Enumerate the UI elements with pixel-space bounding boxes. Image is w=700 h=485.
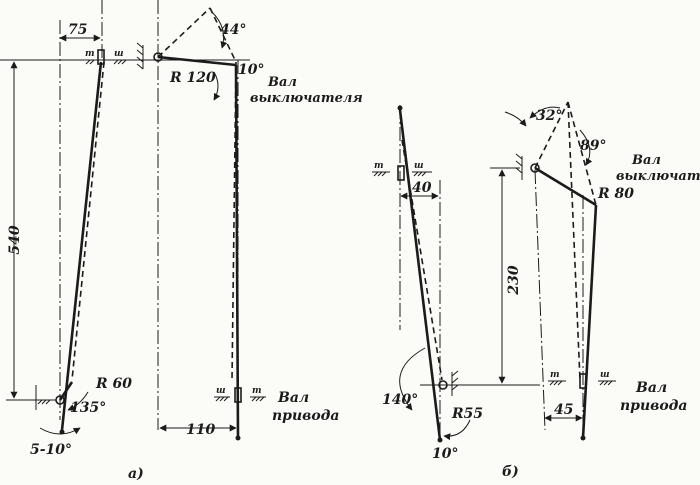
label-a-angle-135: 135°	[70, 400, 106, 416]
support-b-sh-top	[412, 171, 432, 177]
rod-end-a	[59, 429, 65, 435]
radius-arrow-a-top	[213, 71, 221, 101]
angle-arrow-b-32	[504, 111, 527, 127]
rod-a-dashed	[71, 61, 105, 381]
angle-arc-b-top-right	[579, 129, 593, 166]
label-b-switch-shaft-1: Вал	[631, 153, 661, 168]
bearing-b-top	[397, 165, 405, 181]
label-a-radius-120: R 120	[169, 70, 216, 86]
label-b-angle-140: 140°	[382, 392, 418, 408]
label-b-drive-shaft-2: привода	[620, 398, 687, 414]
label-a-switch-shaft-1: Вал	[267, 75, 297, 90]
rod-b-drive-dashed	[567, 101, 581, 381]
bearing-a-drive	[234, 387, 242, 403]
mark-b-sh-bottom: ш	[600, 370, 610, 380]
diagram-b: 40 230 45 32° 89° R 80 Вал выключателя В…	[372, 101, 700, 480]
angle-arc-b-bottom	[443, 419, 471, 441]
lever-b-dashed-up	[534, 101, 569, 169]
rod-a-drive	[234, 64, 240, 439]
label-b-dim-45: 45	[554, 402, 573, 418]
support-a-sh-bottom	[214, 396, 230, 402]
mark-b-m-top: m	[374, 161, 384, 171]
support-letter-marks: m ш ш m m ш m ш	[85, 49, 610, 396]
label-b-caption: б)	[502, 464, 519, 480]
label-a-radius-60: R 60	[95, 376, 132, 392]
support-b-sh-bottom	[598, 380, 616, 386]
support-b-m-top	[372, 171, 390, 177]
rod-a-main	[60, 61, 103, 431]
mark-a-sh-top: ш	[114, 49, 124, 59]
angle-arc-a-bottom	[67, 391, 89, 411]
bearing-a-top	[97, 49, 105, 65]
lever-a-r60	[58, 381, 74, 401]
centerline-b-switch	[534, 169, 546, 431]
bearing-b-drive	[579, 373, 587, 389]
mark-b-m-bottom: m	[550, 370, 560, 380]
mark-a-m-top: m	[85, 49, 95, 59]
angle-arc-b-left	[399, 347, 426, 411]
lever-a-dashed-upper	[157, 7, 211, 58]
mark-b-sh-top: ш	[414, 161, 424, 171]
rod-b-drive	[581, 204, 598, 439]
rod-b-bottom-end	[437, 437, 443, 443]
label-b-angle-89: 89°	[580, 138, 606, 154]
label-b-radius-55: R55	[451, 406, 483, 422]
lever-b-dashed-down	[567, 101, 597, 206]
rod-b-top-end	[397, 105, 403, 111]
mark-a-sh-bottom: ш	[216, 386, 226, 396]
support-a-sh-top	[112, 59, 127, 65]
label-a-angle-range: 5-10°	[30, 442, 72, 458]
label-a-caption: а)	[128, 466, 144, 482]
support-hatch-b-bottom	[451, 370, 459, 396]
angle-arc-a-top	[211, 11, 228, 49]
support-hatch-a-top	[136, 42, 144, 70]
label-a-dim-540: 540	[7, 225, 23, 254]
label-a-dim-110: 110	[186, 422, 215, 438]
drive-rod-end-a	[235, 435, 241, 441]
label-b-dim-40: 40	[412, 180, 432, 196]
support-hatch-a-bottom	[35, 385, 52, 410]
angle-arc-b-top	[529, 106, 561, 119]
label-b-radius-80: R 80	[597, 186, 634, 202]
support-b-m-bottom	[548, 380, 566, 386]
support-a-m-bottom	[250, 396, 266, 402]
support-a-m-top	[84, 59, 96, 65]
label-a-angle-44: 44°	[220, 22, 246, 38]
label-a-dim-75: 75	[68, 22, 87, 38]
label-b-angle-32: 32°	[536, 108, 562, 124]
label-b-angle-10: 10°	[432, 446, 458, 462]
angle-arc-a-range	[39, 427, 81, 435]
label-b-switch-shaft-2: выключателя	[616, 169, 700, 184]
rod-b-main	[398, 109, 442, 441]
label-a-drive-shaft-1: Вал	[277, 390, 309, 406]
rod-b-dashed	[401, 139, 443, 381]
support-hatch-b-top	[515, 153, 523, 180]
lever-a-r120	[157, 55, 237, 67]
label-a-angle-10: 10°	[238, 62, 264, 78]
drive-rod-b-end	[580, 435, 586, 441]
mark-a-m-bottom: m	[252, 386, 262, 396]
label-b-dim-230: 230	[506, 265, 522, 295]
label-b-drive-shaft-1: Вал	[635, 380, 667, 396]
lever-b-r80	[534, 166, 597, 207]
switch-shaft-pivot-b	[530, 163, 540, 173]
diagram-a: 75 540 110 44° 10° R 120 Вал выключателя…	[0, 0, 363, 482]
label-a-switch-shaft-2: выключателя	[250, 91, 363, 106]
rod-a-drive-dashed	[231, 61, 237, 381]
label-a-drive-shaft-2: привода	[272, 408, 339, 424]
